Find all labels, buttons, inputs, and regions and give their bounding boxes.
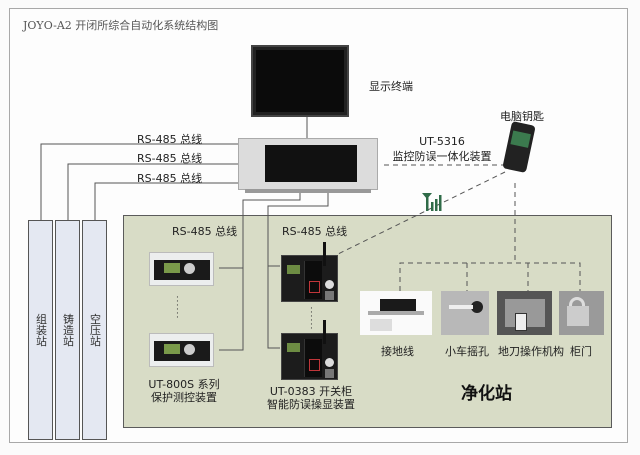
accessory-label: 接地线 (381, 345, 414, 358)
ellipsis: ······ (310, 304, 313, 334)
accessory-cabinet-door-image (559, 291, 604, 335)
display-terminal-label: 显示终端 (369, 80, 413, 93)
bus-line-1 (40, 143, 238, 220)
station-air-compressor: 空压站 (82, 220, 107, 440)
accessory-earthing-switch-mechanism-image (497, 291, 552, 335)
dashed-accessory-bus (399, 262, 581, 291)
ut5316-rack-device (238, 138, 378, 193)
bus-line-2 (67, 163, 238, 220)
accessory-label: 小车摇孔 (445, 345, 489, 358)
ut0383-device (281, 242, 338, 302)
ut5316-desc-label: 监控防误一体化装置 (392, 150, 492, 163)
accessory-ground-wire-image (360, 291, 432, 335)
bus-label: RS-485 总线 (137, 133, 203, 146)
ut800s-device (149, 252, 214, 286)
dashed-link-wireless (333, 171, 506, 257)
display-terminal-monitor (251, 45, 349, 117)
diagram-title: JOYO-A2 开闭所综合自动化系统结构图 (23, 19, 219, 32)
accessory-cart-crank-hole-image (441, 291, 489, 335)
station-casting: 铸造站 (55, 220, 80, 440)
bus-label: RS-485 总线 (172, 225, 238, 238)
ut0383-device (281, 320, 338, 380)
station-assembly: 组装站 (28, 220, 53, 440)
ut0383-desc-label: 智能防误操显装置 (267, 398, 355, 411)
ut800s-model-label: UT-800S 系列 (148, 378, 220, 391)
accessory-label: 柜门 (570, 345, 592, 358)
wireless-signal-icon (422, 193, 442, 211)
bus-label: RS-485 总线 (282, 225, 348, 238)
bus-label: RS-485 总线 (137, 172, 203, 185)
ut0383-model-label: UT-0383 开关柜 (269, 385, 353, 398)
main-station-label: 净化站 (461, 384, 512, 404)
bus-label: RS-485 总线 (137, 152, 203, 165)
ut5316-model-label: UT-5316 (419, 135, 465, 148)
bus-line-5 (267, 190, 329, 349)
bus-line-4 (219, 190, 301, 351)
bus-line-3 (94, 182, 238, 220)
ut800s-desc-label: 保护测控装置 (151, 391, 217, 404)
computer-key-label: 电脑钥匙 (500, 110, 544, 123)
accessory-label: 地刀操作机构 (498, 345, 564, 358)
ut800s-device (149, 333, 214, 367)
ellipsis: ······ (176, 293, 179, 323)
